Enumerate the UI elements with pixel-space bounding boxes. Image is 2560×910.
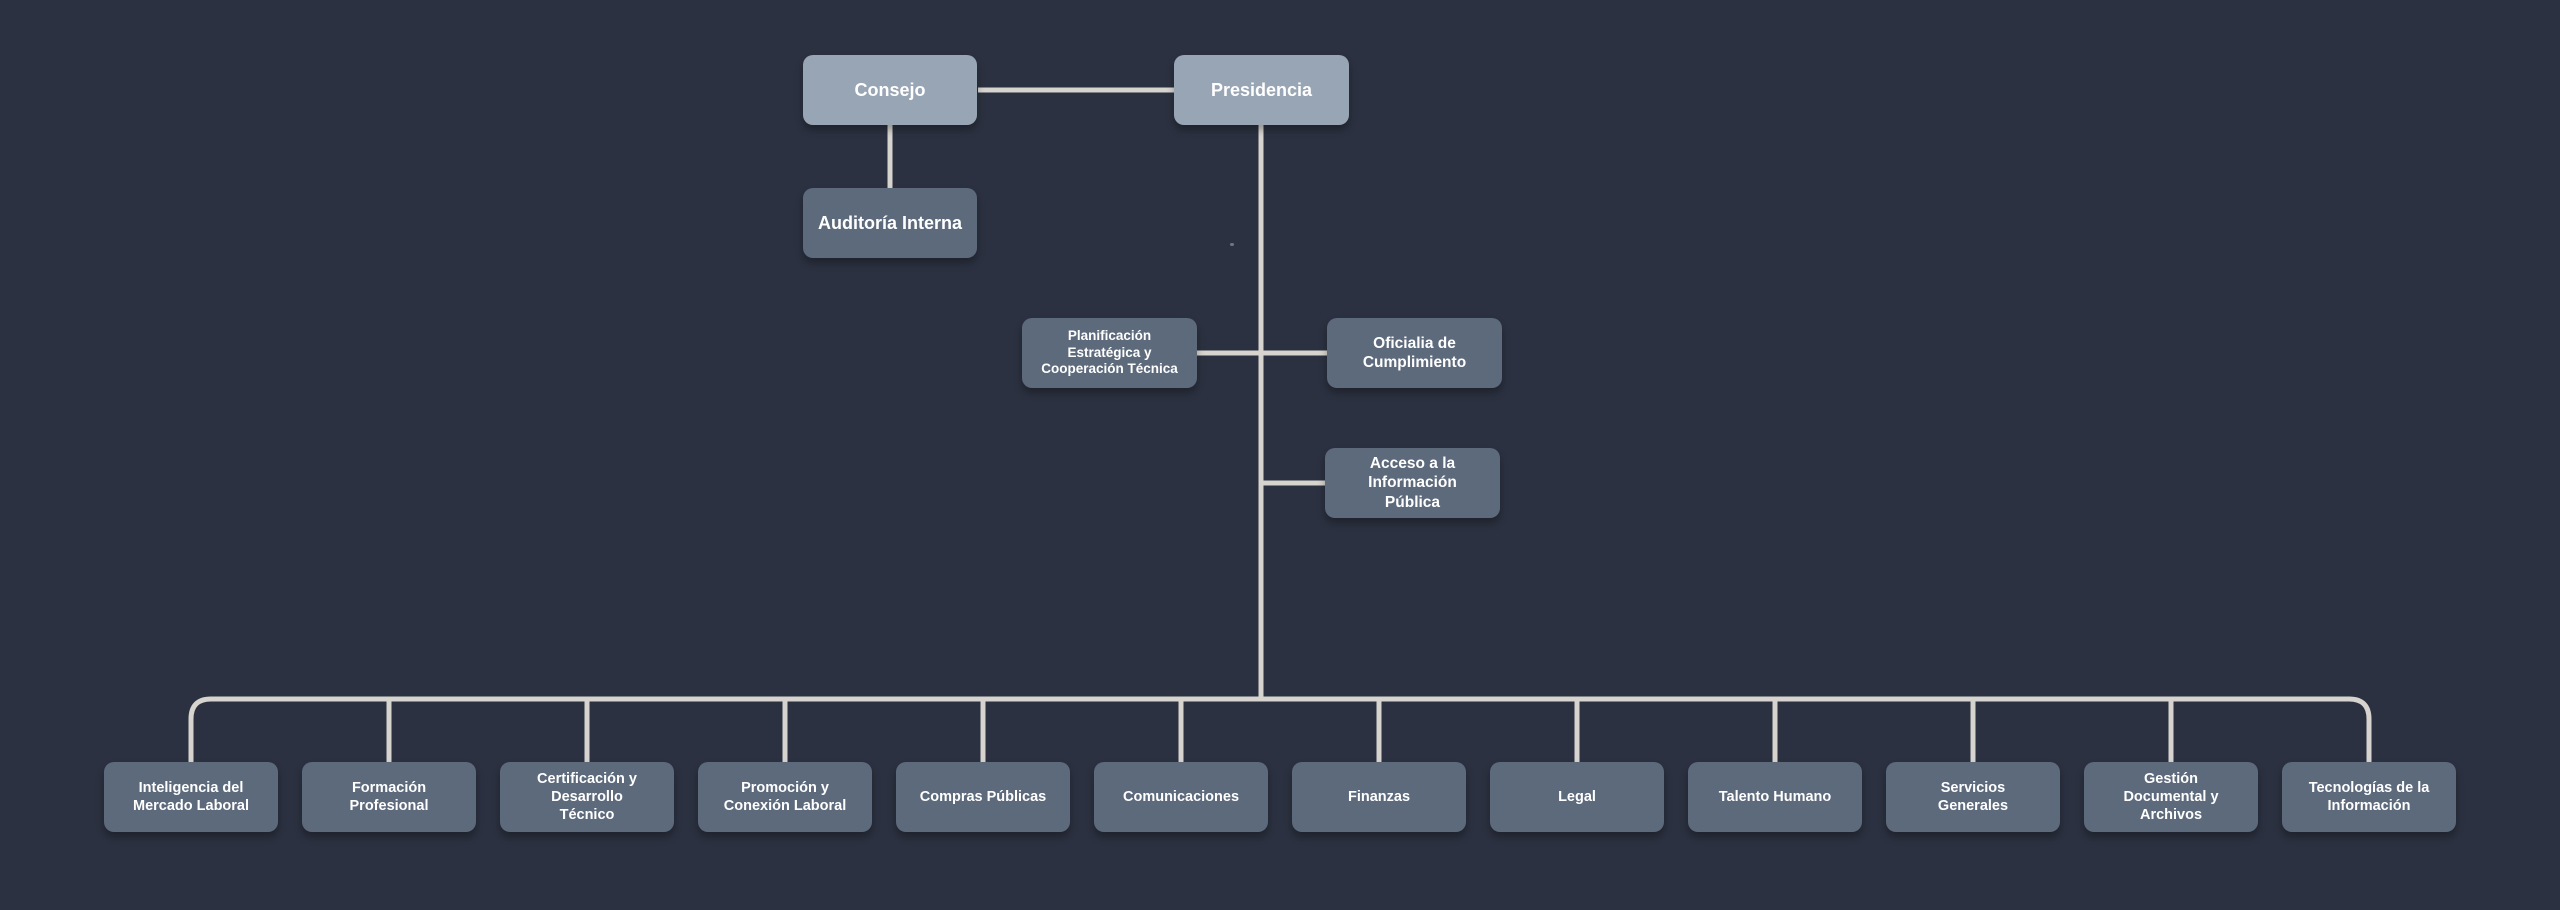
org-node-servicios-generales: Servicios Generales [1886, 762, 2060, 832]
org-node-oficialia-cumplimiento: Oficialia de Cumplimiento [1327, 318, 1502, 388]
org-node-tecnologias-informacion: Tecnologías de la Información [2282, 762, 2456, 832]
node-label: Oficialia de Cumplimiento [1362, 334, 1467, 371]
org-node-gestion-documental-archivos: Gestión Documental y Archivos [2084, 762, 2258, 832]
stray-dot [1230, 243, 1234, 246]
node-label: Planificación Estratégica y Cooperación … [1041, 327, 1178, 377]
node-label: Presidencia [1210, 79, 1313, 100]
org-node-planificacion-estrategica: Planificación Estratégica y Cooperación … [1022, 318, 1197, 388]
connector-departments-bus [188, 696, 2372, 763]
org-node-formacion-profesional: Formación Profesional [302, 762, 476, 832]
node-label: Talento Humano [1718, 788, 1832, 805]
org-node-compras-publicas: Compras Públicas [896, 762, 1070, 832]
org-node-consejo: Consejo [803, 55, 977, 125]
node-label: Servicios Generales [1937, 779, 2009, 814]
node-label: Auditoría Interna [817, 212, 962, 233]
org-node-comunicaciones: Comunicaciones [1094, 762, 1268, 832]
node-label: Inteligencia del Mercado Laboral [132, 779, 250, 814]
node-label: Legal [1558, 788, 1596, 805]
node-label: Consejo [854, 79, 926, 100]
departments-row: Inteligencia del Mercado Laboral Formaci… [0, 762, 2560, 832]
node-label: Finanzas [1347, 788, 1411, 805]
org-node-finanzas: Finanzas [1292, 762, 1466, 832]
org-node-legal: Legal [1490, 762, 1664, 832]
org-node-certificacion-desarrollo-tecnico: Certificación y Desarrollo Técnico [500, 762, 674, 832]
node-label: Tecnologías de la Información [2308, 779, 2430, 814]
org-node-talento-humano: Talento Humano [1688, 762, 1862, 832]
node-label: Compras Públicas [919, 788, 1047, 805]
org-node-promocion-conexion-laboral: Promoción y Conexión Laboral [698, 762, 872, 832]
org-node-auditoria-interna: Auditoría Interna [803, 188, 977, 258]
node-label: Acceso a la Información Pública [1368, 454, 1457, 511]
node-label: Gestión Documental y Archivos [2123, 770, 2219, 824]
org-node-presidencia: Presidencia [1174, 55, 1349, 125]
node-label: Formación Profesional [349, 779, 429, 814]
node-label: Promoción y Conexión Laboral [723, 779, 847, 814]
node-label: Certificación y Desarrollo Técnico [537, 770, 637, 824]
org-node-acceso-informacion-publica: Acceso a la Información Pública [1325, 448, 1500, 518]
org-node-inteligencia-mercado-laboral: Inteligencia del Mercado Laboral [104, 762, 278, 832]
node-label: Comunicaciones [1122, 788, 1240, 805]
